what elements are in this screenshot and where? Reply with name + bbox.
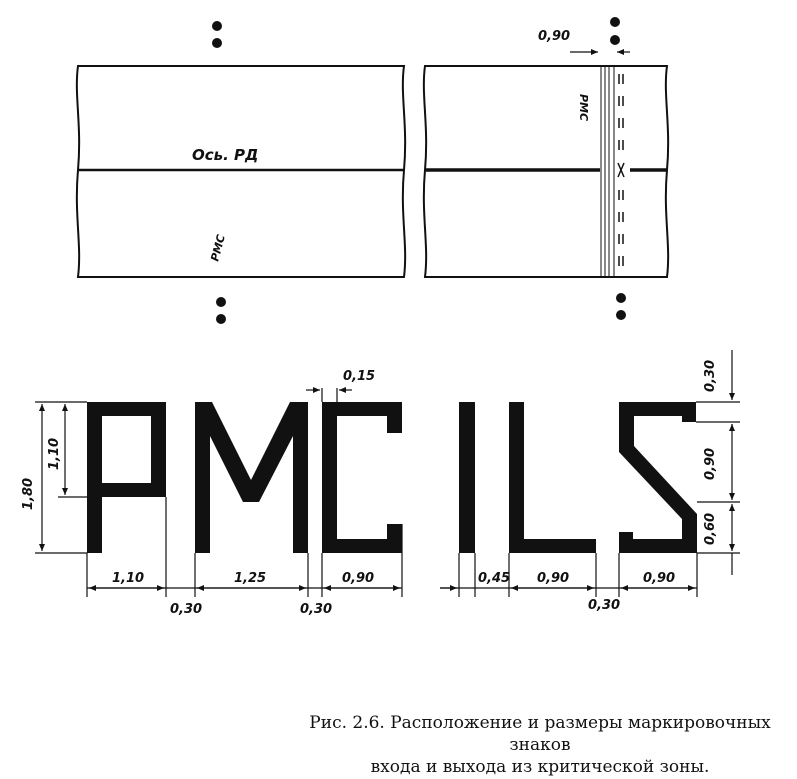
s-top-label: 0,30 [703,360,718,392]
letter-s [619,402,697,553]
right-runway-outline [422,65,670,278]
m-width-label: 1,25 [234,571,266,586]
right-bottom-light-1 [616,293,626,303]
letter-p [87,402,166,553]
left-bottom-light-1 [216,297,226,307]
stroke-width-label: 0,15 [343,369,375,384]
left-top-light-2 [212,38,222,48]
spacing-label: 0,90 [538,29,570,44]
letter-glyphs [87,402,697,553]
i-width-label: 0,45 [478,571,510,586]
gap-3-label: 0,30 [588,598,620,613]
upper-height-label: 1,10 [47,438,62,470]
left-top-light-1 [212,21,222,31]
right-top-light-1 [610,17,620,27]
dimension-lines [35,350,740,597]
left-runway-plan: Ось. РД РМС [75,21,407,324]
axis-label: Ось. РД [192,146,258,164]
total-height-label: 1,80 [21,478,36,510]
l-width-label: 0,90 [537,571,569,586]
right-runway-plan: РМС 0,90 [422,17,670,320]
left-rmc-marking: РМС [208,233,228,263]
right-bottom-light-2 [616,310,626,320]
right-top-light-2 [610,35,620,45]
s-bottom-label: 0,60 [703,513,718,545]
c-width-label: 0,90 [342,571,374,586]
left-bottom-light-2 [216,314,226,324]
caption-line-1: Рис. 2.6. Расположение и размеры маркиро… [309,713,771,755]
gap-1-label: 0,30 [170,602,202,617]
figure-caption: Рис. 2.6. Расположение и размеры маркиро… [300,712,780,778]
right-rmc-marking: РМС [577,94,590,121]
letter-i [459,402,475,553]
caption-line-2: входа и выхода из критической зоны. [370,757,710,777]
letter-l [509,402,596,553]
s-width-label: 0,90 [643,571,675,586]
marking-band-ticks [617,74,625,266]
letter-c [322,402,402,553]
s-middle-label: 0,90 [703,448,718,480]
letter-m [195,402,308,553]
left-runway-outline [75,65,407,278]
p-width-label: 1,10 [112,571,144,586]
gap-2-label: 0,30 [300,602,332,617]
